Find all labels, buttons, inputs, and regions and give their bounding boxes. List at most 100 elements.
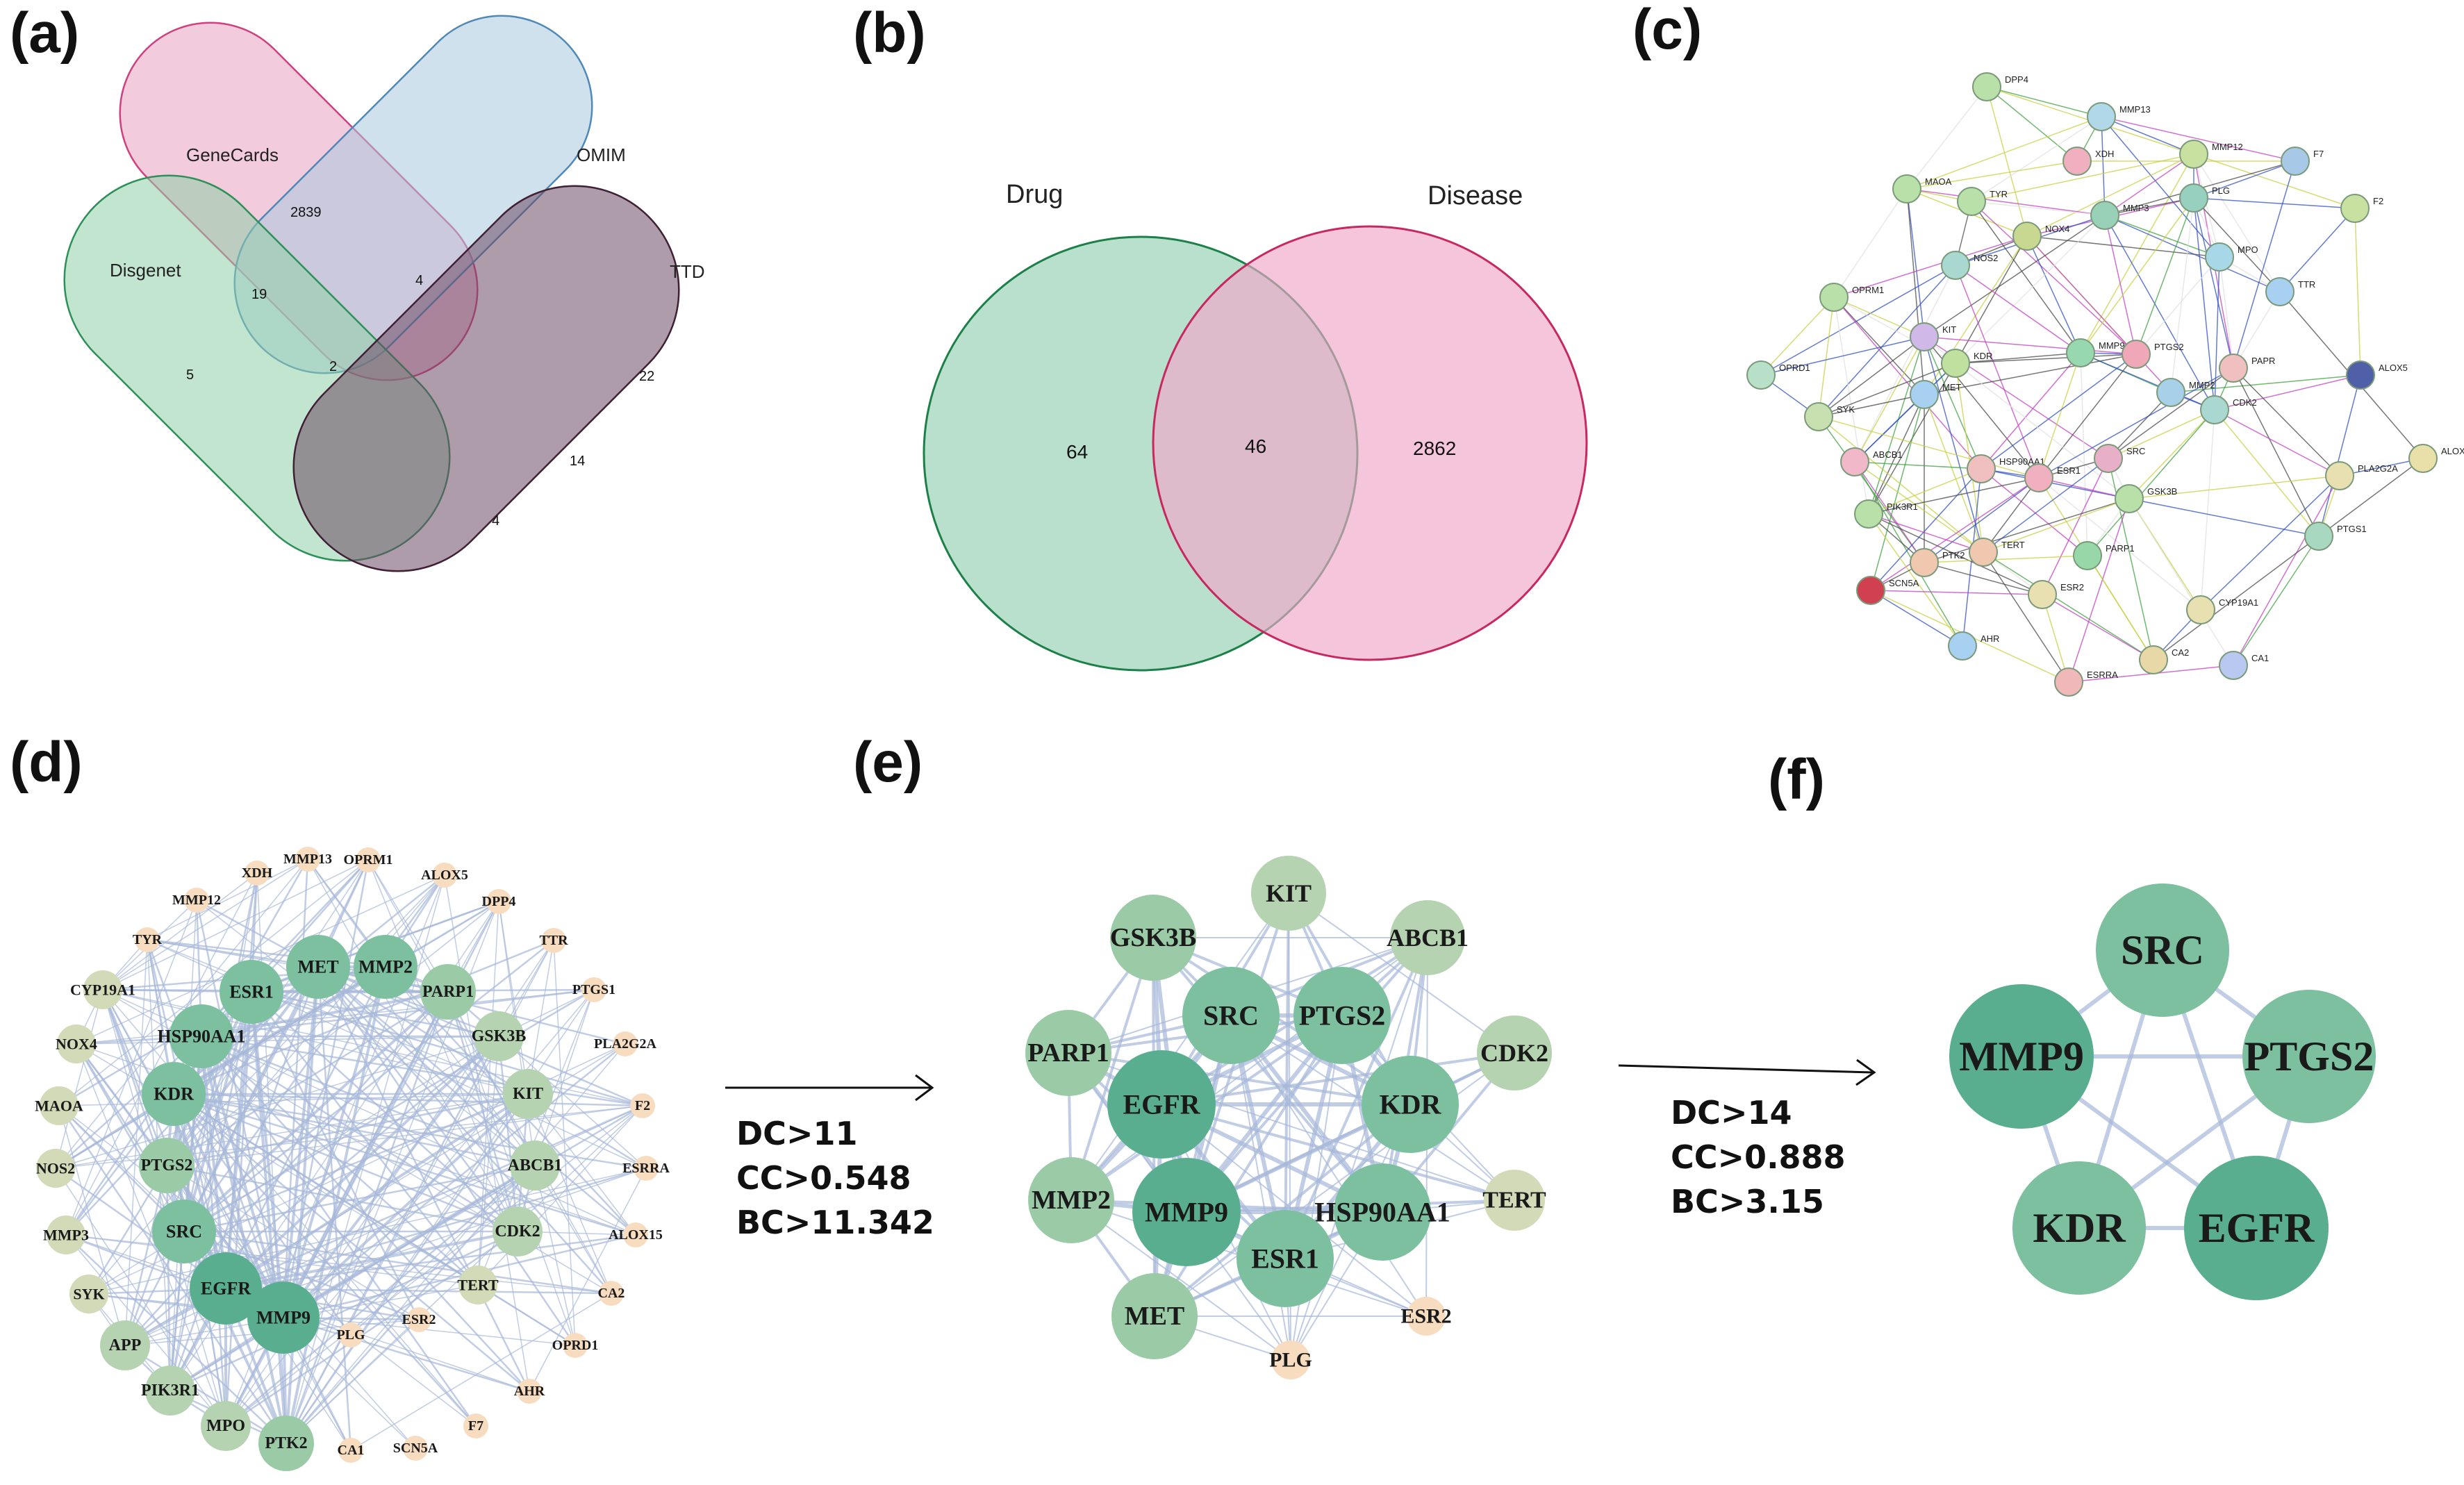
string-edge (2193, 154, 2220, 258)
net-d-node-circle (83, 970, 122, 1009)
string-edge (1986, 86, 2028, 237)
string-edge (2104, 215, 2215, 410)
string-node-src: SRC (2094, 444, 2145, 473)
net-d-edge (225, 1230, 518, 1290)
string-edge (2233, 160, 2296, 369)
string-node-circle (2122, 340, 2151, 369)
net-d-edge (201, 988, 595, 1038)
net-d-edge (76, 1036, 499, 1045)
net-d-edge (534, 1165, 576, 1346)
string-edge (1854, 336, 1925, 463)
string-node-label: PIK3R1 (1887, 501, 1918, 512)
net-d-node-f2: F2 (630, 1093, 655, 1118)
string-node-label: PTGS1 (2337, 524, 2367, 534)
string-edge (1906, 188, 1925, 338)
string-node-scn5a: SCN5A (1856, 576, 1919, 605)
string-edge (1818, 336, 1925, 417)
net-d-node-circle (493, 1206, 543, 1256)
string-node-oprm1: OPRM1 (1819, 283, 1884, 312)
net-d-node-label: DPP4 (482, 894, 516, 909)
net-e-node-label: CDK2 (1480, 1039, 1548, 1067)
string-node-label: NOX4 (2045, 224, 2069, 234)
net-d-node-label: PLA2G2A (594, 1036, 657, 1052)
net-d-edge (224, 1035, 500, 1290)
net-d-node-label: ABCB1 (508, 1156, 563, 1175)
net-d-edge (317, 965, 499, 1038)
net-e-node-cdk2: CDK2 (1477, 1015, 1552, 1090)
string-edge (2038, 477, 2130, 499)
net-d-edge (251, 991, 518, 1232)
string-network-edges (1760, 86, 2424, 683)
net-f-node-circle (2184, 1156, 2329, 1300)
string-node-label: PTGS2 (2154, 342, 2184, 352)
net-d-node-circle (458, 1266, 497, 1304)
string-edge (1818, 394, 1925, 417)
string-node-circle (1910, 548, 1939, 577)
net-d-node-circle (286, 935, 350, 999)
net-d-node-circle (247, 1281, 320, 1354)
string-node-label: CA2 (2172, 647, 2189, 658)
net-d-edge (282, 966, 387, 1318)
net-d-edge (200, 1036, 285, 1318)
net-d-edge (527, 1093, 612, 1294)
net-e-node-circle (1362, 1056, 1459, 1153)
net-d-edge (527, 1093, 636, 1236)
net-d-edge (527, 940, 554, 1095)
string-node-label: MPO (2238, 244, 2258, 255)
string-edge (1986, 86, 2102, 117)
string-node-circle (2281, 147, 2310, 176)
string-node-parp1: PARP1 (2073, 541, 2135, 570)
net-d-node-circle (541, 928, 566, 953)
string-node-circle (2094, 444, 2123, 473)
net-d-node-circle (581, 977, 606, 1002)
net-d-edge (102, 858, 308, 990)
net-d-node-label: EGFR (201, 1279, 251, 1299)
string-node-label: MMP2 (2189, 380, 2215, 390)
string-edge (2087, 555, 2154, 661)
net-d-edge (173, 1093, 536, 1167)
string-edge (1854, 461, 1982, 470)
net-d-edge (225, 1105, 643, 1427)
string-edge (1854, 461, 1984, 553)
cutoff-e-cc: CC>0.548 (736, 1159, 911, 1197)
string-node-label: SYK (1837, 404, 1855, 415)
net-d-node-pik3r1: PIK3R1 (141, 1366, 199, 1416)
net-d-node-label: F2 (635, 1098, 650, 1113)
string-node-label: F7 (2313, 149, 2324, 159)
net-d-node-circle (142, 1062, 206, 1126)
string-node-circle (2325, 461, 2354, 490)
cutoff-f-bc: BC>3.15 (1671, 1183, 1824, 1220)
string-edge (2026, 235, 2081, 354)
net-d-node-f7: F7 (463, 1413, 488, 1438)
net-d-node-mmp2: MMP2 (354, 935, 417, 999)
string-edge (2200, 409, 2215, 611)
net-e-node-label: ESR2 (1400, 1305, 1451, 1328)
string-edge (2193, 197, 2356, 209)
string-edge (2193, 197, 2281, 292)
net-d-edge (75, 1043, 185, 1232)
string-edge (2135, 256, 2220, 355)
string-edge (1924, 555, 2088, 563)
string-edge (1868, 477, 2040, 515)
cutoff-f-cc: CC>0.888 (1671, 1138, 1846, 1176)
string-node-circle (1957, 187, 1986, 216)
string-edge (2170, 197, 2194, 393)
net-d-node-label: CYP19A1 (70, 981, 135, 999)
net-e-node-kit: KIT (1251, 856, 1326, 931)
net-d-edge (317, 900, 499, 968)
string-edge (2233, 536, 2320, 666)
venn-label-disease: Disease (1428, 181, 1523, 210)
net-e-node-label: MET (1125, 1302, 1185, 1331)
net-e-node-gsk3b: GSK3B (1110, 895, 1196, 981)
net-d-edge (307, 858, 518, 1232)
net-e-node-ptgs2: PTGS2 (1293, 967, 1391, 1064)
string-node-label: HSP90AA1 (1999, 456, 2045, 467)
net-d-node-label: APP (109, 1336, 142, 1354)
string-edge (2108, 458, 2154, 661)
string-edge (1981, 352, 2081, 470)
net-e-edge (1070, 893, 1289, 1201)
string-edge (1955, 215, 2106, 364)
net-d-edge (55, 989, 104, 1169)
net-d-node-circle (630, 1093, 655, 1118)
string-edge (2219, 256, 2234, 369)
